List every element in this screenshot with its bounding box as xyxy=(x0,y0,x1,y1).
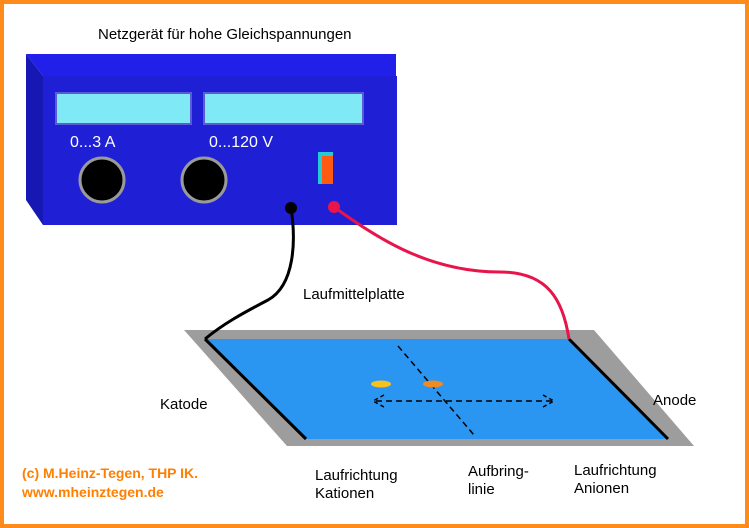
application-line-label-line2: linie xyxy=(468,481,495,498)
power-switch-indicator xyxy=(322,156,333,184)
current-knob[interactable] xyxy=(78,156,126,204)
device-side xyxy=(26,54,43,225)
anode-electrode xyxy=(567,337,670,441)
power-supply: 0...3 A 0...120 V xyxy=(26,54,397,225)
cathode-electrode xyxy=(203,337,308,441)
cathode-label: Katode xyxy=(160,396,208,413)
voltage-range-label: 0...120 V xyxy=(209,134,273,151)
voltage-display xyxy=(203,92,364,125)
negative-terminal[interactable] xyxy=(285,202,297,214)
credit-line2[interactable]: www.mheinztegen.de xyxy=(21,484,164,500)
positive-terminal[interactable] xyxy=(328,201,340,213)
cation-direction-label-line1: Laufrichtung xyxy=(315,467,398,484)
anion-spot xyxy=(423,380,443,388)
voltage-knob[interactable] xyxy=(180,156,228,204)
cation-spot xyxy=(371,380,391,388)
device-top xyxy=(26,54,396,76)
credit-line1: (c) M.Heinz-Tegen, THP IK. xyxy=(22,465,198,481)
application-line-label-line1: Aufbring- xyxy=(468,463,529,480)
anode-label: Anode xyxy=(653,392,696,409)
black-wire xyxy=(204,207,295,341)
current-display xyxy=(55,92,192,125)
anion-direction-label-line2: Anionen xyxy=(574,480,629,497)
anion-direction-label-line1: Laufrichtung xyxy=(574,462,657,479)
solvent-plate xyxy=(184,330,694,446)
plate-surface xyxy=(205,339,668,439)
device-title: Netzgerät für hohe Gleichspannungen xyxy=(98,26,352,43)
red-wire xyxy=(333,205,571,340)
current-range-label: 0...3 A xyxy=(70,134,116,151)
plate-label: Laufmittelplatte xyxy=(303,286,405,303)
cation-direction-label-line2: Kationen xyxy=(315,485,374,502)
